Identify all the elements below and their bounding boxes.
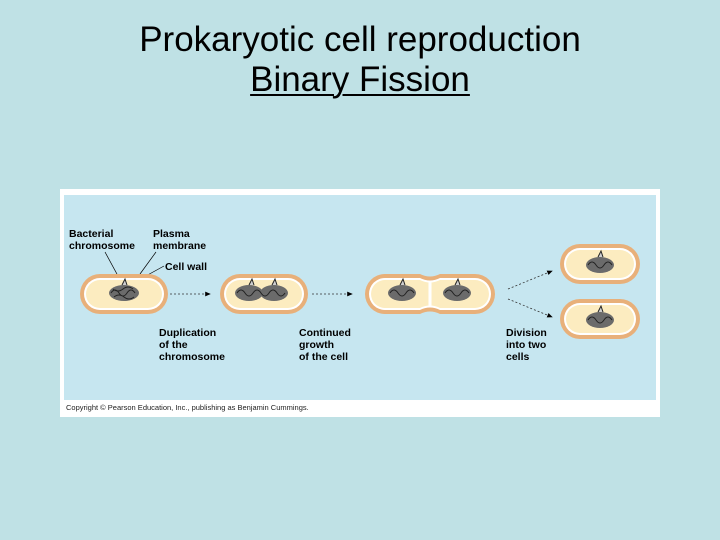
binary-fission-figure: Bacterial chromosome Plasma membrane Cel…	[60, 189, 660, 417]
arrow-3-up	[508, 271, 552, 289]
bacterial-label-line2: chromosome	[69, 240, 135, 252]
step-2-line3: of the cell	[299, 351, 348, 363]
step-3-line2: into two	[506, 339, 546, 351]
subtitle-line: Binary Fission	[0, 60, 720, 100]
title-line: Prokaryotic cell reproduction	[0, 20, 720, 60]
daughter-cell-top	[560, 244, 640, 284]
cell-wall-label: Cell wall	[165, 261, 207, 273]
step-1-line3: chromosome	[159, 351, 225, 363]
step-2-line2: growth	[299, 339, 334, 351]
arrow-3-down	[508, 299, 552, 317]
cell-stage-1	[80, 274, 168, 314]
membrane-pointer	[140, 252, 156, 274]
copyright-notice: Copyright © Pearson Education, Inc., pub…	[66, 403, 309, 412]
step-1-line2: of the	[159, 339, 188, 351]
plasma-label-line1: Plasma	[153, 228, 190, 240]
step-1-line1: Duplication	[159, 327, 216, 339]
slide-title: Prokaryotic cell reproduction Binary Fis…	[0, 20, 720, 100]
bacterial-label-line1: Bacterial	[69, 228, 113, 240]
binary-fission-diagram: Bacterial chromosome Plasma membrane Cel…	[60, 189, 660, 417]
step-3-line3: cells	[506, 351, 530, 363]
plasma-label-line2: membrane	[153, 240, 206, 252]
step-2-line1: Continued	[299, 327, 351, 339]
daughter-cell-bottom	[560, 299, 640, 339]
cell-stage-3	[365, 274, 495, 314]
step-3-line1: Division	[506, 327, 547, 339]
cell-stage-2	[220, 274, 308, 314]
